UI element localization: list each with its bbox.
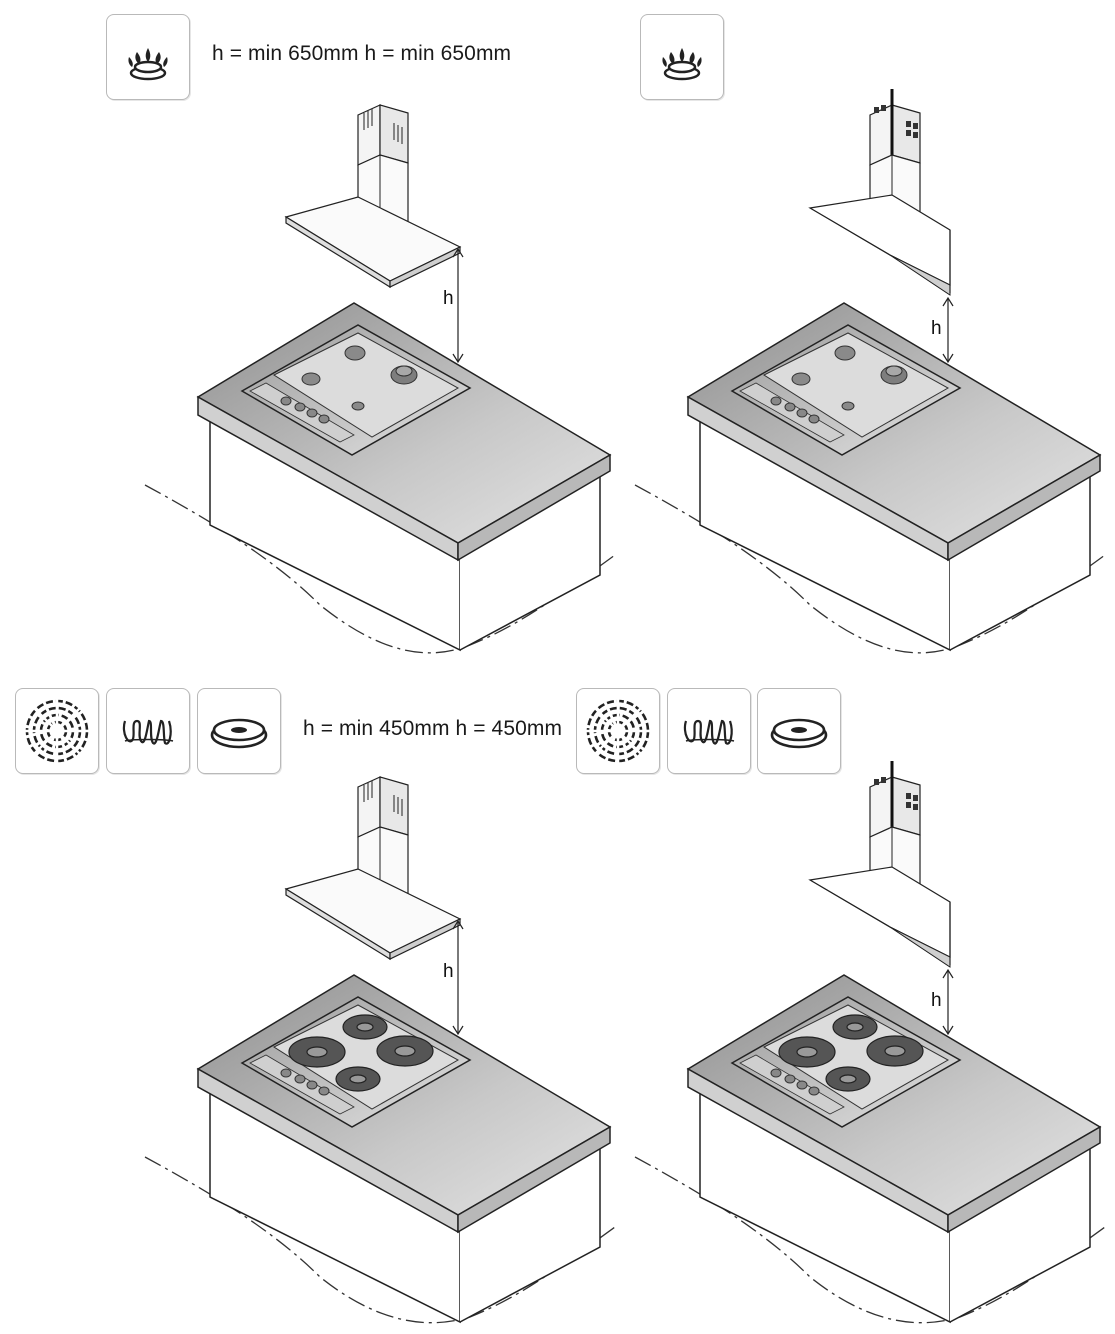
- angled-glass-hood: [808, 761, 951, 968]
- panel-chimney-hood-gas: [144, 104, 616, 654]
- gas-clearance-requirement: h = min 650mm h = min 650mm: [212, 42, 512, 65]
- angled-glass-hood: [808, 89, 951, 296]
- solid-plate-icon: [210, 718, 268, 749]
- gas-burner-icon-box: [640, 14, 724, 100]
- radiant-coil-icon: [683, 719, 735, 745]
- induction-icon: [584, 697, 652, 765]
- induction-icon-box: [15, 688, 99, 774]
- chimney-hood: [284, 776, 462, 961]
- solid-plate-icon-box: [197, 688, 281, 774]
- radiant-coil-icon-box: [667, 688, 751, 774]
- panel-angled-hood-gas: [634, 89, 1106, 654]
- radiant-coil-icon-box: [106, 688, 190, 774]
- electric-hob: [240, 996, 472, 1128]
- height-label: h: [443, 288, 454, 309]
- panel-angled-hood-electric: [634, 761, 1106, 1324]
- gas-burner-icon: [128, 48, 168, 81]
- electric-hob: [730, 996, 962, 1128]
- panel-chimney-hood-electric: [144, 776, 616, 1324]
- electric-clearance-requirement: h = min 450mm h = 450mm: [303, 717, 563, 740]
- height-label: h: [443, 961, 454, 982]
- gas-burner-icon-box: [106, 14, 190, 100]
- solid-plate-icon-box: [757, 688, 841, 774]
- gas-burner-icon: [662, 48, 702, 81]
- chimney-hood: [284, 104, 462, 289]
- induction-icon: [23, 697, 91, 765]
- gas-hob: [730, 324, 962, 456]
- radiant-coil-icon: [122, 719, 174, 745]
- height-label: h: [931, 990, 942, 1011]
- gas-hob: [240, 324, 472, 456]
- induction-icon-box: [576, 688, 660, 774]
- solid-plate-icon: [770, 718, 828, 749]
- height-label: h: [931, 318, 942, 339]
